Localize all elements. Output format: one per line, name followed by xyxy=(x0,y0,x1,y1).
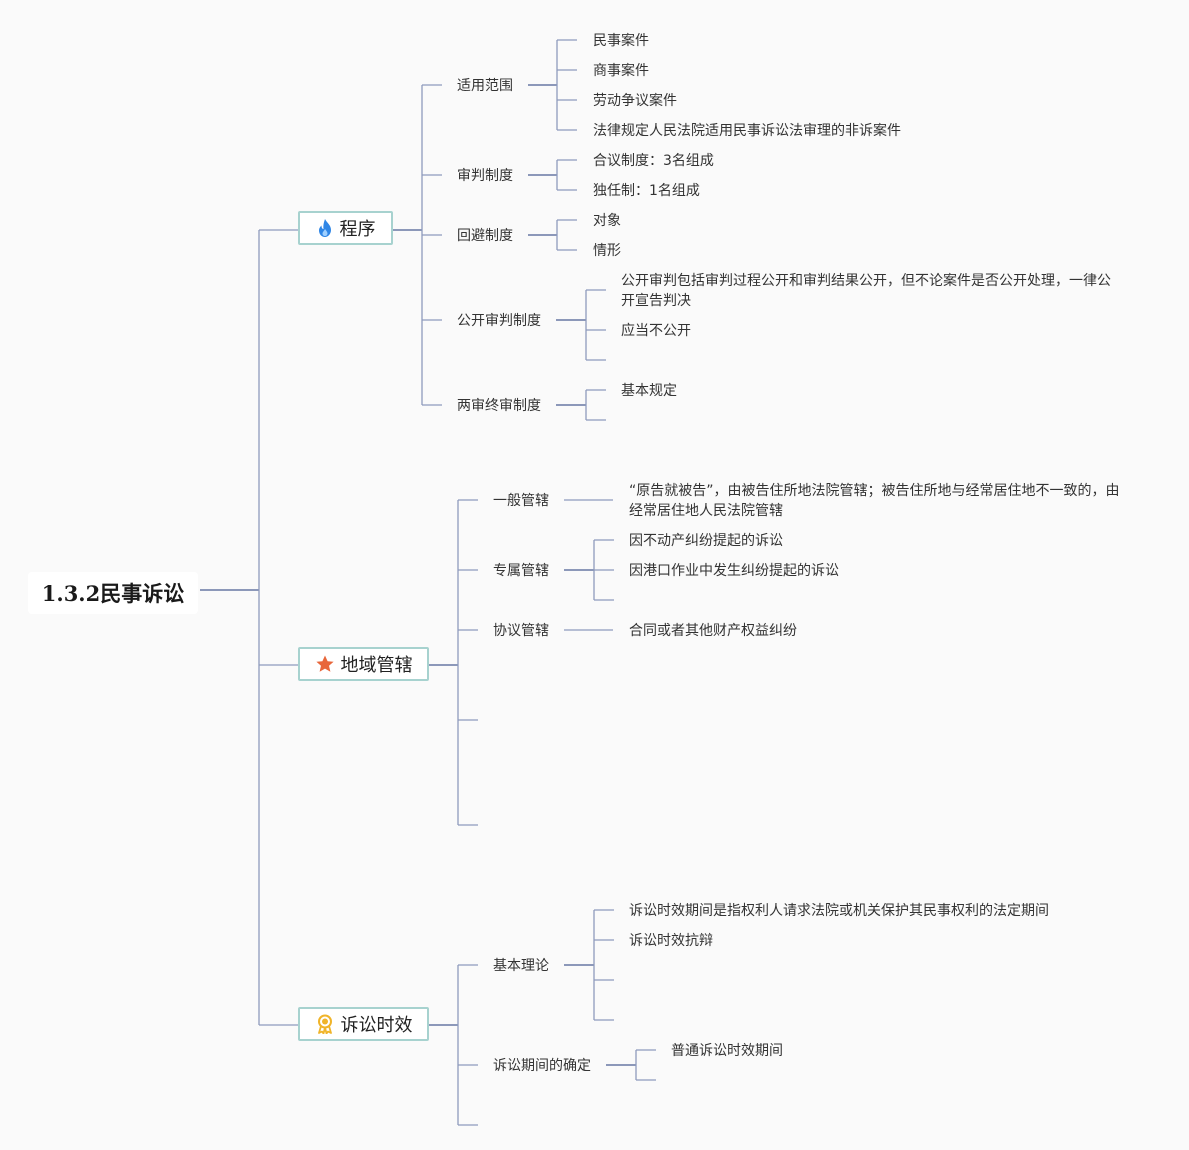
topic-exclusive-jurisdiction[interactable]: 专属管辖 xyxy=(493,563,549,579)
leaf-scope-noncontentious[interactable]: 法律规定人民法院适用民事诉讼法审理的非诉案件 xyxy=(593,123,901,139)
award-ribbon-icon xyxy=(315,1014,335,1034)
branch-limitation[interactable]: 诉讼时效 xyxy=(298,1007,429,1041)
topic-recusal[interactable]: 回避制度 xyxy=(457,228,513,244)
leaf-recusal-object[interactable]: 对象 xyxy=(593,213,621,229)
flame-icon xyxy=(316,218,334,238)
topic-basic-theory[interactable]: 基本理论 xyxy=(493,958,549,974)
root-topic[interactable]: 1.3.2民事诉讼 xyxy=(28,572,198,614)
branch-jurisdiction-label: 地域管辖 xyxy=(340,655,413,676)
leaf-theory-definition[interactable]: 诉讼时效期间是指权利人请求法院或机关保护其民事权利的法定期间 xyxy=(629,903,1049,919)
branch-jurisdiction[interactable]: 地域管辖 xyxy=(298,647,429,681)
leaf-scope-civil[interactable]: 民事案件 xyxy=(593,33,649,49)
branch-program[interactable]: 程序 xyxy=(298,211,393,245)
topic-period-determination[interactable]: 诉讼期间的确定 xyxy=(493,1058,591,1074)
star-icon xyxy=(315,654,335,674)
topic-general-jurisdiction[interactable]: 一般管辖 xyxy=(493,493,549,509)
leaf-agreement-contract[interactable]: 合同或者其他财产权益纠纷 xyxy=(629,623,797,639)
leaf-trial-collegial[interactable]: 合议制度：3名组成 xyxy=(593,153,714,169)
leaf-recusal-situation[interactable]: 情形 xyxy=(593,243,621,259)
leaf-general-rule[interactable]: “原告就被告”，由被告住所地法院管辖；被告住所地与经常居住地不一致的，由经常居住… xyxy=(629,483,1120,519)
leaf-public-scope[interactable]: 公开审判包括审判过程公开和审判结果公开，但不论案件是否公开处理，一律公开宣告判决 xyxy=(621,273,1111,309)
branch-limitation-label: 诉讼时效 xyxy=(340,1015,413,1036)
topic-public-trial[interactable]: 公开审判制度 xyxy=(457,313,541,329)
leaf-scope-commercial[interactable]: 商事案件 xyxy=(593,63,649,79)
branch-program-label: 程序 xyxy=(339,219,376,240)
topic-two-trial[interactable]: 两审终审制度 xyxy=(457,398,541,414)
leaf-scope-labor[interactable]: 劳动争议案件 xyxy=(593,93,677,109)
leaf-period-ordinary[interactable]: 普通诉讼时效期间 xyxy=(671,1043,783,1059)
leaf-trial-single[interactable]: 独任制：1名组成 xyxy=(593,183,700,199)
topic-agreement-jurisdiction[interactable]: 协议管辖 xyxy=(493,623,549,639)
leaf-exclusive-realestate[interactable]: 因不动产纠纷提起的诉讼 xyxy=(629,533,783,549)
topic-scope[interactable]: 适用范围 xyxy=(457,78,513,94)
leaf-public-nonpublic[interactable]: 应当不公开 xyxy=(621,323,691,339)
topic-trial-system[interactable]: 审判制度 xyxy=(457,168,513,184)
leaf-theory-defense[interactable]: 诉讼时效抗辩 xyxy=(629,933,713,949)
leaf-two-trial-basic[interactable]: 基本规定 xyxy=(621,383,677,399)
leaf-exclusive-port[interactable]: 因港口作业中发生纠纷提起的诉讼 xyxy=(629,563,839,579)
